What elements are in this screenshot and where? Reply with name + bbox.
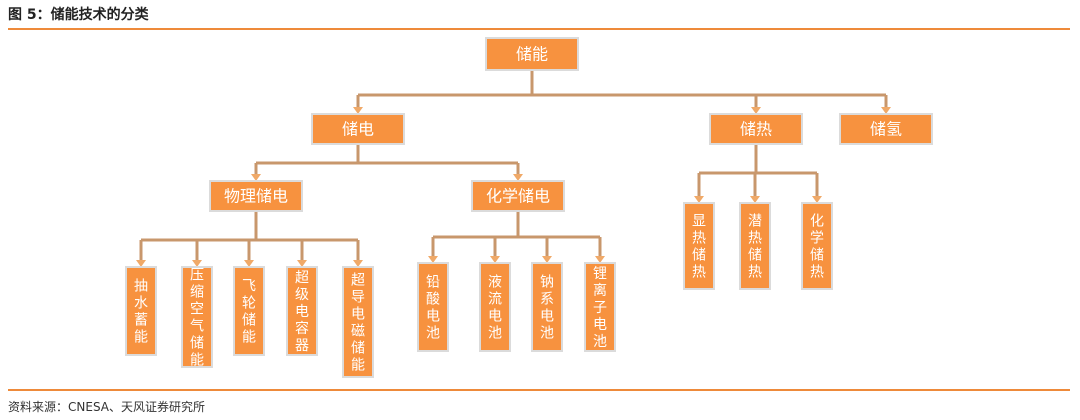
node-heat-label: 储热 — [740, 120, 772, 139]
node-leadacid: 铅酸电池 — [417, 262, 449, 352]
node-lithium: 锂离子电池 — [584, 262, 616, 352]
node-sensible-label: 显热储热 — [692, 214, 706, 281]
node-heat-box — [709, 113, 803, 145]
node-elec-box — [311, 113, 405, 145]
node-phys-box — [209, 180, 303, 212]
node-supercap-label: 超级电容器 — [295, 270, 309, 354]
arrow-head-hydrogen — [881, 107, 891, 114]
arrow-head-supercap — [297, 260, 307, 267]
bottom-divider — [8, 389, 1070, 391]
node-flow-label: 液流电池 — [488, 275, 502, 342]
node-sensible: 显热储热 — [683, 202, 715, 290]
arrow-head-chem — [513, 174, 523, 181]
arrow-head-phys — [251, 174, 261, 181]
node-supercap: 超级电容器 — [286, 266, 318, 356]
node-elec-label: 储电 — [342, 120, 374, 139]
arrow-head-heat — [751, 107, 761, 114]
arrow-head-sensible — [694, 196, 704, 203]
arrow-head-sodium — [542, 256, 552, 263]
node-heat: 储热 — [709, 113, 803, 145]
arrow-head-pumped — [136, 260, 146, 267]
arrow-head-leadacid — [428, 256, 438, 263]
arrow-head-chemheat — [812, 196, 822, 203]
node-caes: 压缩空气储能 — [181, 266, 213, 369]
node-hydrogen: 储氢 — [839, 113, 933, 145]
node-root-label: 储能 — [516, 45, 548, 64]
node-chemheat: 化学储热 — [801, 202, 833, 290]
node-latent-label: 潜热储热 — [748, 214, 762, 281]
figure-title: 图 5：储能技术的分类 — [8, 7, 149, 23]
arrow-head-flywheel — [244, 260, 254, 267]
node-root-box — [485, 37, 579, 71]
node-hydrogen-label: 储氢 — [870, 120, 902, 139]
node-phys-label: 物理储电 — [224, 187, 288, 206]
node-pumped: 抽水蓄能 — [125, 266, 157, 356]
node-chemheat-box — [801, 202, 833, 290]
arrow-head-caes — [192, 260, 202, 267]
node-pumped-box — [125, 266, 157, 356]
source-note: 资料来源：CNESA、天风证券研究所 — [8, 400, 205, 414]
node-chem-label: 化学储电 — [486, 187, 550, 206]
node-elec: 储电 — [311, 113, 405, 145]
node-hydrogen-box — [839, 113, 933, 145]
node-smes-box — [342, 266, 374, 378]
node-flywheel-label: 飞轮储能 — [242, 279, 256, 346]
node-phys: 物理储电 — [209, 180, 303, 212]
node-chem-box — [471, 180, 565, 212]
node-smes: 超导电磁储能 — [342, 266, 374, 378]
node-sodium-box — [531, 262, 563, 352]
node-lithium-label: 锂离子电池 — [593, 266, 607, 350]
top-divider — [8, 28, 1070, 30]
node-chem: 化学储电 — [471, 180, 565, 212]
node-leadacid-label: 铅酸电池 — [426, 275, 440, 342]
arrow-head-flow — [490, 256, 500, 263]
node-flywheel: 飞轮储能 — [233, 266, 265, 356]
arrow-head-lithium — [595, 256, 605, 263]
connector-layer — [136, 70, 891, 267]
node-smes-label: 超导电磁储能 — [351, 273, 365, 374]
node-caes-label: 压缩空气储能 — [190, 268, 204, 369]
node-lithium-box — [584, 262, 616, 352]
node-latent: 潜热储热 — [739, 202, 771, 290]
node-flow: 液流电池 — [479, 262, 511, 352]
node-caes-box — [181, 266, 213, 368]
node-supercap-box — [286, 266, 318, 356]
node-chemheat-label: 化学储热 — [810, 214, 824, 281]
node-sodium: 钠系电池 — [531, 262, 563, 352]
node-sensible-box — [683, 202, 715, 290]
node-latent-box — [739, 202, 771, 290]
node-sodium-label: 钠系电池 — [540, 275, 554, 342]
node-root: 储能 — [485, 37, 579, 71]
arrow-head-elec — [353, 107, 363, 114]
arrow-head-latent — [750, 196, 760, 203]
node-flow-box — [479, 262, 511, 352]
node-pumped-label: 抽水蓄能 — [134, 279, 148, 346]
node-flywheel-box — [233, 266, 265, 356]
node-leadacid-box — [417, 262, 449, 352]
arrow-head-smes — [353, 260, 363, 267]
